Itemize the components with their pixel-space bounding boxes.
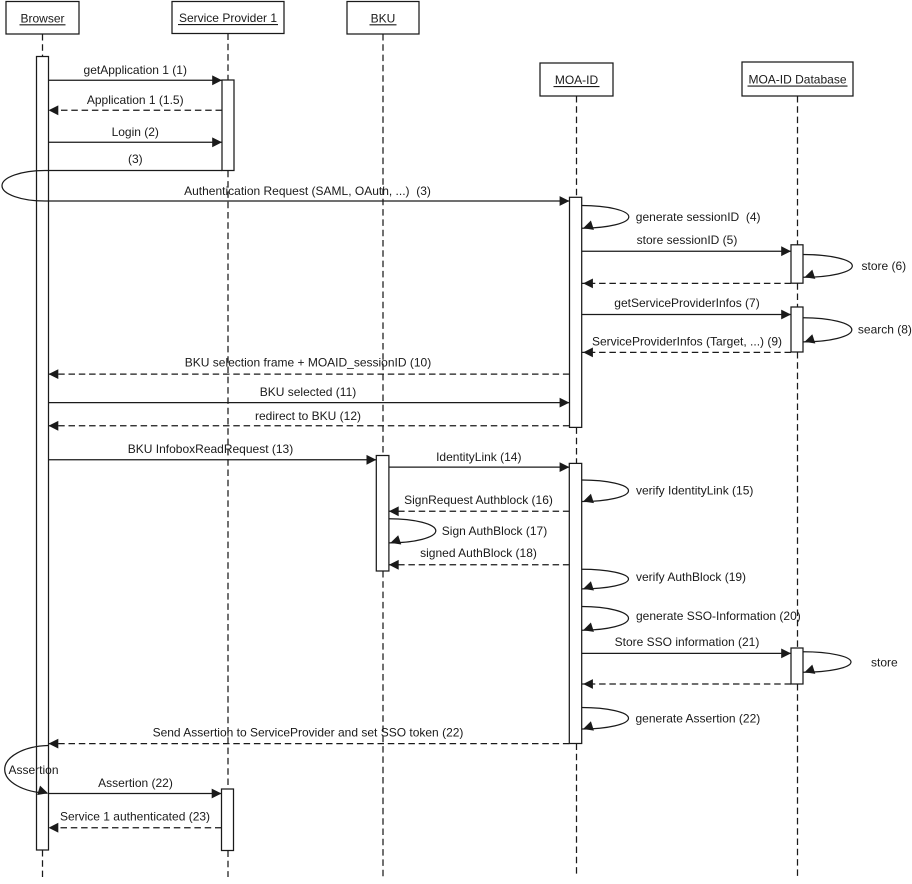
svg-text:Authentication Request (SAML,: Authentication Request (SAML, OAuth, ...…	[184, 184, 431, 198]
svg-text:(3): (3)	[128, 152, 143, 166]
svg-text:Service 1 authenticated (23): Service 1 authenticated (23)	[60, 810, 210, 824]
svg-text:MOA-ID: MOA-ID	[555, 73, 599, 87]
svg-text:Send Assertion to ServiceProvi: Send Assertion to ServiceProvider and se…	[153, 725, 464, 739]
svg-text:IdentityLink (14): IdentityLink (14)	[436, 450, 521, 464]
svg-text:store (6): store (6)	[862, 259, 907, 273]
svg-text:MOA-ID Database: MOA-ID Database	[748, 73, 846, 87]
svg-text:store sessionID (5): store sessionID (5)	[637, 233, 738, 247]
svg-text:generate sessionID (4): generate sessionID (4)	[636, 210, 761, 224]
svg-text:Browser: Browser	[20, 11, 64, 25]
svg-text:Store SSO information (21): Store SSO information (21)	[615, 635, 760, 649]
svg-text:Service Provider 1: Service Provider 1	[179, 11, 277, 25]
svg-text:generate SSO-Information (20): generate SSO-Information (20)	[636, 609, 801, 623]
svg-text:getApplication 1 (1): getApplication 1 (1)	[84, 63, 187, 77]
svg-text:signed AuthBlock (18): signed AuthBlock (18)	[420, 546, 537, 560]
svg-text:verify IdentityLink (15): verify IdentityLink (15)	[636, 484, 753, 498]
svg-text:redirect to BKU (12): redirect to BKU (12)	[255, 409, 361, 423]
svg-text:verify AuthBlock (19): verify AuthBlock (19)	[636, 570, 746, 584]
svg-text:BKU InfoboxReadRequest (13): BKU InfoboxReadRequest (13)	[128, 442, 293, 456]
svg-text:Assertion: Assertion	[9, 763, 59, 777]
svg-text:SignRequest Authblock (16): SignRequest Authblock (16)	[404, 493, 553, 507]
svg-text:store: store	[871, 655, 898, 669]
svg-text:getServiceProviderInfos (7): getServiceProviderInfos (7)	[614, 296, 759, 310]
svg-text:BKU selected (11): BKU selected (11)	[260, 385, 357, 399]
svg-text:Sign AuthBlock (17): Sign AuthBlock (17)	[442, 524, 547, 538]
svg-text:ServiceProviderInfos (Target,: ServiceProviderInfos (Target, ...) (9)	[592, 335, 782, 349]
svg-text:search (8): search (8)	[858, 322, 912, 336]
svg-text:Login (2): Login (2)	[112, 125, 159, 139]
svg-text:BKU selection frame + MOAID_se: BKU selection frame + MOAID_sessionID (1…	[185, 355, 431, 369]
svg-text:BKU: BKU	[371, 11, 396, 25]
svg-text:generate Assertion (22): generate Assertion (22)	[636, 711, 761, 725]
svg-text:Assertion (22): Assertion (22)	[98, 776, 173, 790]
svg-text:Application 1 (1.5): Application 1 (1.5)	[87, 93, 184, 107]
